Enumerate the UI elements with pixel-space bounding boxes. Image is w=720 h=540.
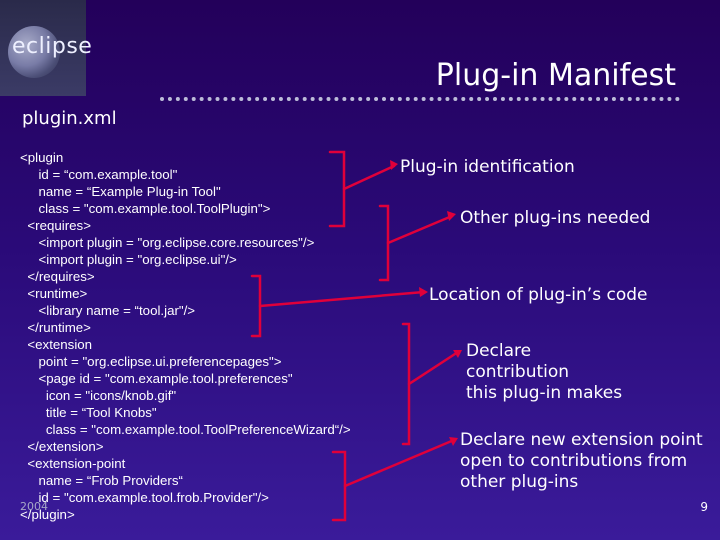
code-line: <import plugin = "org.eclipse.ui"/> <box>20 252 237 267</box>
code-line: class = "com.example.tool.ToolPlugin"> <box>20 201 271 216</box>
bracket-identification <box>328 150 346 228</box>
arrowhead-icon <box>390 160 398 170</box>
note-line: open to contributions from <box>460 451 688 471</box>
code-line: <extension-point <box>20 456 126 471</box>
page-number: 9 <box>700 500 708 514</box>
arrowhead-icon <box>447 211 456 221</box>
code-line: </extension> <box>20 439 104 454</box>
bracket-extension-point <box>331 450 347 522</box>
arrowhead-icon <box>449 437 458 446</box>
note-line: contribution <box>466 362 570 382</box>
slide-subtitle: plugin.xml <box>22 108 117 129</box>
eclipse-logo-icon <box>8 26 60 78</box>
code-line: title = “Tool Knobs" <box>20 405 157 420</box>
note-other-plugins-needed: Other plug-ins needed <box>460 208 651 228</box>
code-line: icon = "icons/knob.gif" <box>20 388 177 403</box>
arrowhead-icon <box>419 287 428 297</box>
connector-requires <box>386 214 454 245</box>
code-line: </plugin> <box>20 507 75 522</box>
code-line: id = “com.example.tool" <box>20 167 178 182</box>
note-line: this plug-in makes <box>466 383 623 403</box>
footer-year: 2004 <box>20 500 48 513</box>
code-line: <page id = "com.example.tool.preferences… <box>20 371 293 386</box>
code-line: <import plugin = "org.eclipse.core.resou… <box>20 235 315 250</box>
code-line: name = “Frob Providers“ <box>20 473 183 488</box>
code-line: <runtime> <box>20 286 88 301</box>
code-line: <plugin <box>20 150 64 165</box>
note-line: Declare new extension point <box>460 430 703 450</box>
code-line: </runtime> <box>20 320 91 335</box>
code-line: class = "com.example.tool.ToolPreference… <box>20 422 351 437</box>
note-plugin-identification: Plug-in identification <box>400 157 575 177</box>
note-line: Declare <box>466 341 532 361</box>
slide-title: Plug-in Manifest <box>435 58 676 93</box>
connector-extension-point <box>343 438 456 488</box>
logo-box: eclipse <box>0 0 92 96</box>
connector-identification <box>342 164 396 191</box>
connector-extension <box>407 350 460 386</box>
code-line: <extension <box>20 337 93 352</box>
note-declare-contribution: Declare contribution this plug-in makes <box>466 341 622 404</box>
note-line: other plug-ins <box>460 472 579 492</box>
code-line: </requires> <box>20 269 95 284</box>
code-line: <library name = “tool.jar"/> <box>20 303 196 318</box>
logo-text: eclipse <box>12 34 93 59</box>
note-declare-extension-point: Declare new extension point open to cont… <box>460 430 703 493</box>
title-dotted-rule <box>160 97 680 101</box>
code-line: name = “Example Plug-in Tool" <box>20 184 221 199</box>
arrowhead-icon <box>453 350 462 358</box>
code-line: point = "org.eclipse.ui.preferencepages"… <box>20 354 282 369</box>
code-line: <requires> <box>20 218 91 233</box>
note-code-location: Location of plug-in’s code <box>429 285 648 305</box>
code-line: id = "com.example.tool.frob.Provider"/> <box>20 490 269 505</box>
connector-runtime <box>258 290 426 308</box>
code-block: <plugin id = “com.example.tool" name = “… <box>20 149 420 523</box>
